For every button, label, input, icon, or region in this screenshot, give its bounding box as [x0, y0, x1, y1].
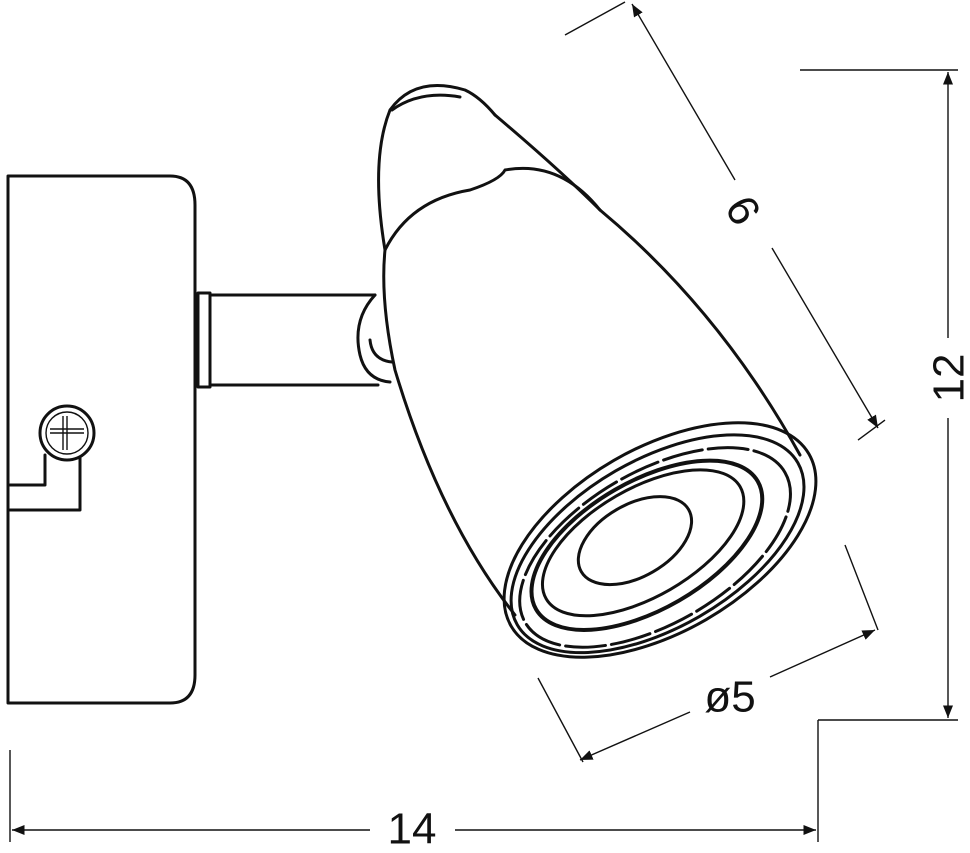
dimension-width-label: 14 [388, 805, 437, 853]
dimension-diameter-label: ø5 [704, 673, 755, 722]
dimension-diameter: ø5 [537, 544, 879, 763]
dimension-height-label: 12 [925, 354, 970, 403]
dimension-height: 12 [800, 69, 970, 721]
arm [196, 291, 394, 389]
cable-terminal [8, 453, 82, 512]
dimension-width: 14 [9, 720, 819, 853]
screw-icon [38, 404, 96, 462]
lamp-head [377, 84, 818, 659]
wall-plate [6, 174, 197, 705]
dimension-length-label: 6 [715, 188, 770, 234]
